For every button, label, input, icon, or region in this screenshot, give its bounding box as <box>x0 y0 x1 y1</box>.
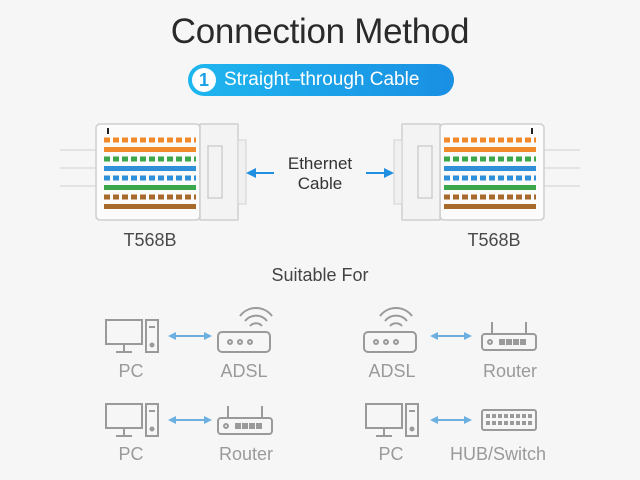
device-label: Router <box>482 361 538 381</box>
suitable-for-heading: Suitable For <box>271 265 369 285</box>
ethernet-cable-label: Ethernet Cable <box>270 154 370 194</box>
device-label: Router <box>218 444 274 464</box>
left-standard-label: T568B <box>123 230 177 250</box>
device-label: PC <box>378 444 404 464</box>
device-label: PC <box>118 361 144 381</box>
right-standard-label: T568B <box>467 230 521 250</box>
page-title: Connection Method <box>170 12 470 51</box>
device-label: PC <box>118 444 144 464</box>
device-label: HUB/Switch <box>449 444 547 464</box>
device-label: ADSL <box>220 361 268 381</box>
badge-label: Straight–through Cable <box>224 69 420 90</box>
ethernet-label-line1: Ethernet <box>287 154 353 173</box>
ethernet-label-line2: Cable <box>297 174 343 193</box>
cable-type-badge: 1 Straight–through Cable <box>188 64 454 96</box>
device-label: ADSL <box>368 361 416 381</box>
badge-number: 1 <box>192 68 216 92</box>
